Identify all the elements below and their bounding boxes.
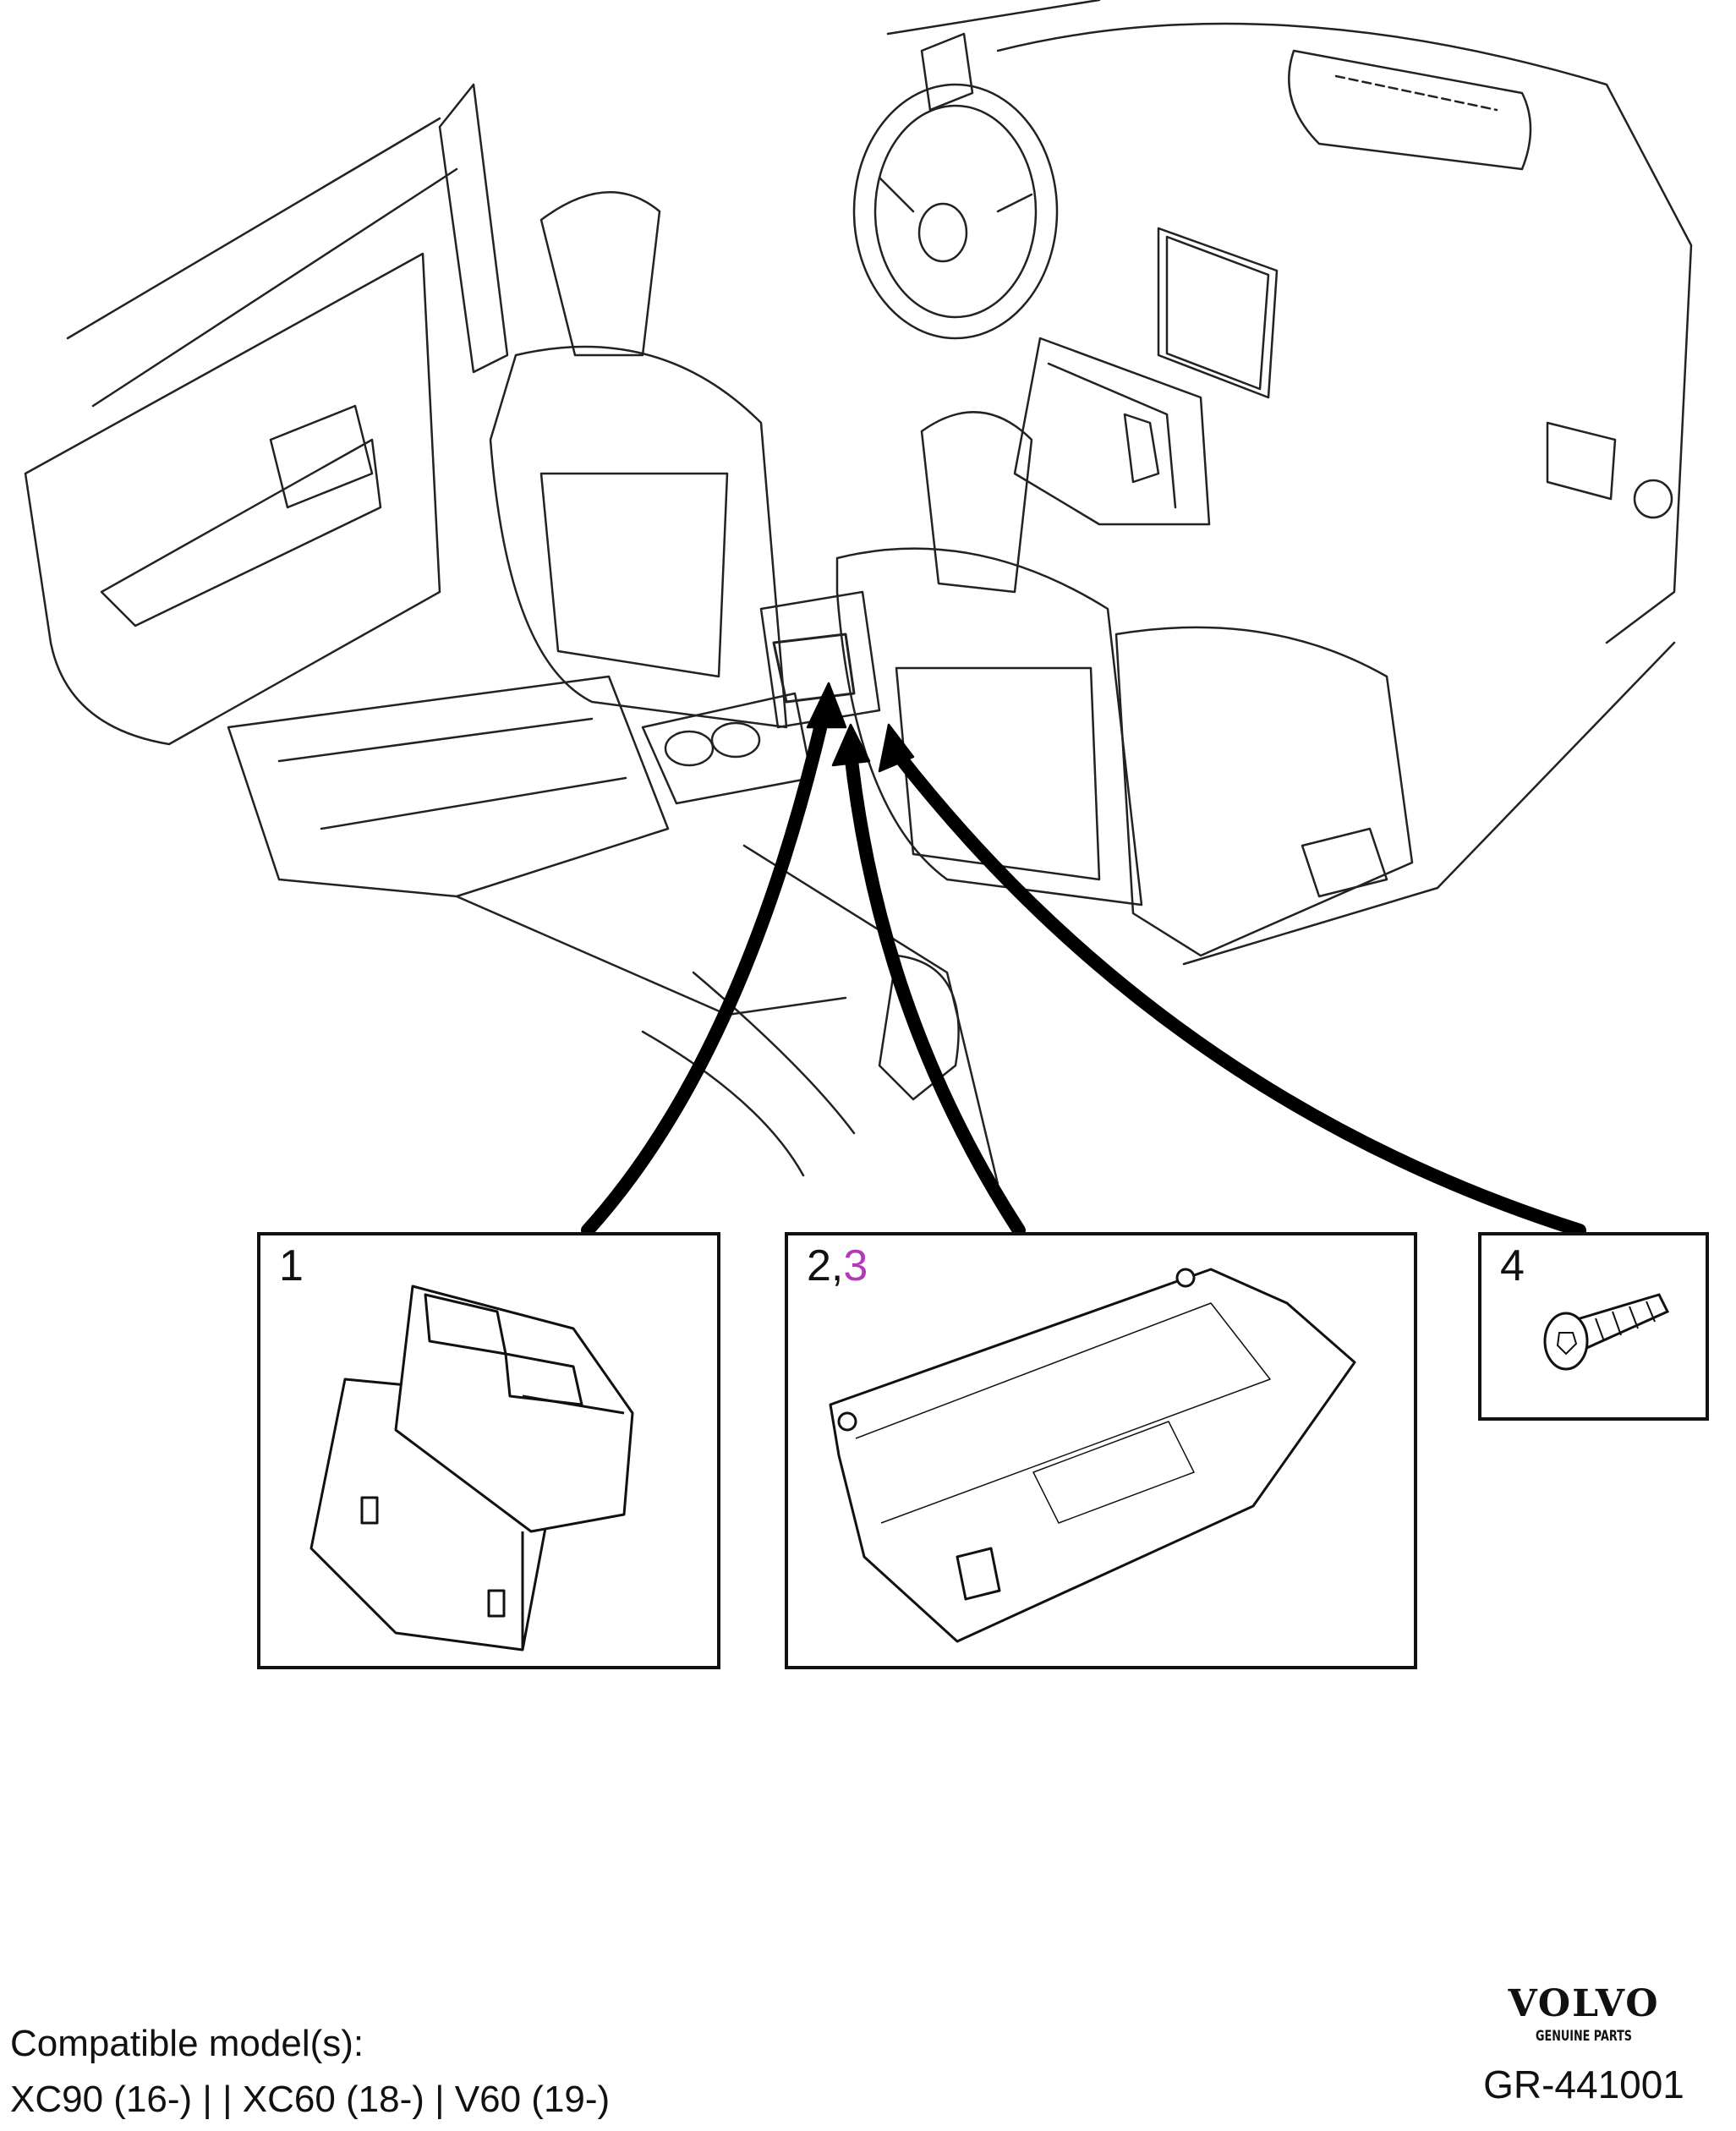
brand-subtitle: GENUINE PARTS (1536, 2028, 1632, 2045)
compatible-models-list: XC90 (16-) | | XC60 (18-) | V60 (19-) (10, 2079, 611, 2120)
callout-number: 4 (1500, 1241, 1525, 1290)
brand-name: VOLVO (1508, 1982, 1660, 2025)
callout-box-part-1: 1 (257, 1232, 720, 1669)
callout-number: 2,3 (807, 1241, 868, 1290)
callout-number: 1 (279, 1241, 304, 1290)
console-bracket-illustration (829, 1268, 1356, 1643)
callout-arrows (581, 682, 1586, 1235)
screw-icon (1543, 1293, 1670, 1371)
compatible-models-heading: Compatible model(s): (10, 2023, 364, 2064)
diagram-code: GR-441001 (1483, 2063, 1684, 2106)
callout-box-part-2-3: 2,3 (785, 1232, 1417, 1669)
volvo-genuine-parts-logo: VOLVO GENUINE PARTS (1490, 1982, 1678, 2046)
switch-module-illustration (309, 1285, 634, 1652)
callout-box-part-4: 4 (1478, 1232, 1709, 1421)
vehicle-interior-illustration (24, 0, 1693, 1235)
